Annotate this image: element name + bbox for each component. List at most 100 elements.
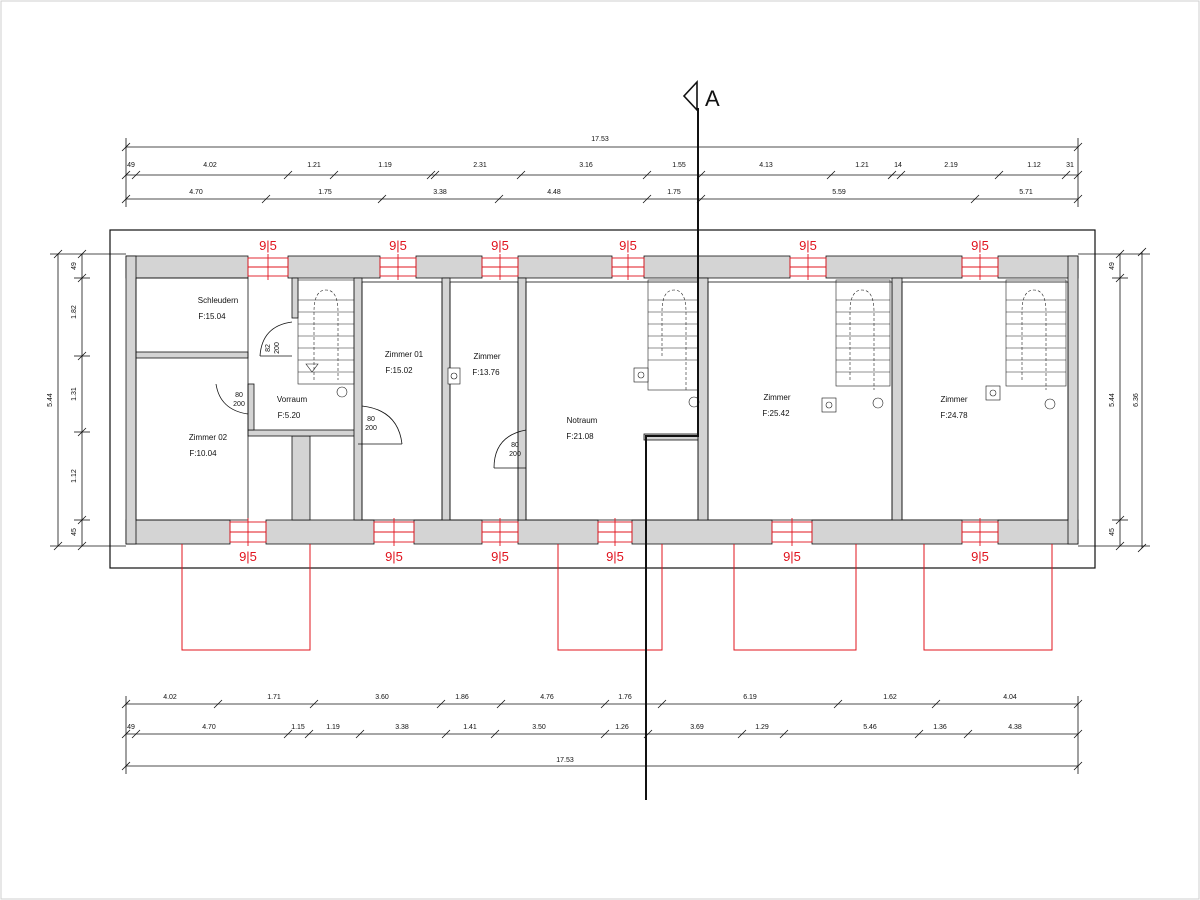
- window-tag: 9|5: [606, 549, 624, 564]
- right-dim: 45: [1109, 528, 1116, 536]
- windows: [229, 254, 999, 546]
- left-dimensions: [50, 249, 126, 551]
- window-tag: 9|5: [239, 549, 257, 564]
- dimension-label: 1.36: [933, 724, 947, 731]
- stair-2: [633, 279, 700, 408]
- door-label-h: 200: [233, 401, 245, 408]
- dimension-label: 5.71: [1019, 189, 1033, 196]
- dimension-label: 1.41: [463, 724, 477, 731]
- dimension-label: 1.71: [267, 694, 281, 701]
- section-line-a: A: [645, 79, 720, 800]
- dimension-label: 6.19: [743, 694, 757, 701]
- dimension-label: 4.02: [163, 694, 177, 701]
- dimension-label: 1.75: [318, 189, 332, 196]
- dimension-label: 49: [127, 162, 135, 169]
- top-row2-labels: 4.70 1.75 3.38 4.48 1.75 5.59 5.71: [189, 189, 1033, 196]
- dimension-label: 4.70: [189, 189, 203, 196]
- dimension-label: 1.19: [378, 162, 392, 169]
- room-area: F:5.20: [278, 411, 301, 420]
- window-tag: 9|5: [971, 238, 989, 253]
- dimension-label: 3.69: [690, 724, 704, 731]
- dimension-label: 4.38: [1008, 724, 1022, 731]
- dimension-label: 3.16: [579, 162, 593, 169]
- room-name: Zimmer: [473, 352, 500, 361]
- right-dim: 49: [1109, 262, 1116, 270]
- room-name: Schleudern: [198, 296, 238, 305]
- dimension-label: 3.60: [375, 694, 389, 701]
- window-tag: 9|5: [971, 549, 989, 564]
- building-outline: [109, 229, 1096, 569]
- dimension-label: 1.15: [291, 724, 305, 731]
- window-tag: 9|5: [491, 238, 509, 253]
- left-dim: 1.12: [71, 469, 78, 483]
- room-area: F:21.08: [566, 432, 594, 441]
- room-name: Zimmer: [940, 395, 967, 404]
- bottom-row1-labels: 4.02 1.71 3.60 1.86 4.76 1.76 6.19 1.62 4.04: [163, 694, 1017, 701]
- section-marker-arrow: [682, 79, 698, 113]
- dimension-label: 5.59: [832, 189, 846, 196]
- dimension-label: 3.38: [395, 724, 409, 731]
- window-tag: 9|5: [389, 238, 407, 253]
- stair-3: [821, 279, 891, 413]
- dimension-label: 2.31: [473, 162, 487, 169]
- staircases: [297, 279, 1067, 413]
- window-tag: 9|5: [619, 238, 637, 253]
- dimension-label: 1.21: [307, 162, 321, 169]
- left-dim: 49: [71, 262, 78, 270]
- room-labels: Schleudern F:15.04 Zimmer 02 F:10.04 Vor…: [189, 296, 968, 458]
- left-dim: 45: [71, 528, 78, 536]
- dimension-label: 1.21: [855, 162, 869, 169]
- dimension-label: 4.04: [1003, 694, 1017, 701]
- walls: [125, 255, 1079, 545]
- section-label: A: [705, 86, 720, 111]
- door-swings: [215, 321, 527, 469]
- dimension-label: 49: [127, 724, 135, 731]
- room-area: F:15.02: [385, 366, 413, 375]
- dimension-label: 4.76: [540, 694, 554, 701]
- dimension-label: 4.48: [547, 189, 561, 196]
- right-inner-dim: 5.44: [1109, 393, 1116, 407]
- room-name: Zimmer: [763, 393, 790, 402]
- dimension-label: 3.38: [433, 189, 447, 196]
- dimension-label: 1.26: [615, 724, 629, 731]
- dimension-label: 4.70: [202, 724, 216, 731]
- door-label-w: 80: [235, 392, 243, 399]
- room-area: F:13.76: [472, 368, 500, 377]
- room-area: F:24.78: [940, 411, 968, 420]
- room-name: Zimmer 02: [189, 433, 228, 442]
- window-tag: 9|5: [783, 549, 801, 564]
- stair-1: [297, 279, 355, 398]
- dimension-label: 1.86: [455, 694, 469, 701]
- terraces: [181, 544, 1053, 651]
- dimension-label: 1.55: [672, 162, 686, 169]
- room-name: Zimmer 01: [385, 350, 424, 359]
- dimension-label: 1.76: [618, 694, 632, 701]
- dimension-label: 1.29: [755, 724, 769, 731]
- window-tag: 9|5: [259, 238, 277, 253]
- left-dim: 1.82: [71, 305, 78, 319]
- door-label-h: 200: [509, 451, 521, 458]
- chimney-zimmer: [447, 367, 461, 385]
- door-label-w: 82: [265, 344, 272, 352]
- top-dimensions: [121, 138, 1083, 207]
- dimension-label: 1.75: [667, 189, 681, 196]
- window-tag: 9|5: [385, 549, 403, 564]
- room-area: F:15.04: [198, 312, 226, 321]
- window-tag: 9|5: [799, 238, 817, 253]
- dimension-label: 4.13: [759, 162, 773, 169]
- door-label-h: 200: [365, 425, 377, 432]
- dimension-label: 5.46: [863, 724, 877, 731]
- door-label-w: 80: [511, 442, 519, 449]
- right-dimensions: [1078, 247, 1150, 553]
- left-dim: 1.31: [71, 387, 78, 401]
- room-name: Vorraum: [277, 395, 308, 404]
- dimension-label: 1.62: [883, 694, 897, 701]
- door-label-h: 200: [274, 342, 281, 354]
- dimension-label: 2.19: [944, 162, 958, 169]
- dimension-label: 14: [894, 162, 902, 169]
- top-overall-dim: 17.53: [591, 136, 609, 143]
- dimension-label: 4.02: [203, 162, 217, 169]
- room-name: Notraum: [567, 416, 598, 425]
